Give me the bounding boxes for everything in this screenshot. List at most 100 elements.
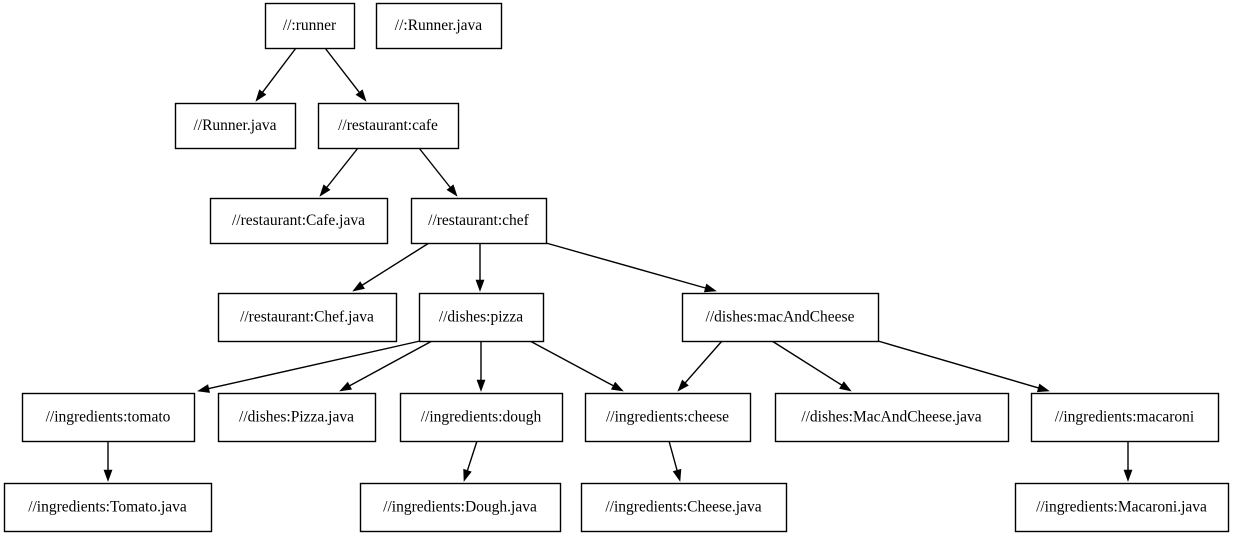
edge-line <box>324 47 360 93</box>
node-label: //restaurant:cafe <box>338 117 438 134</box>
node-label: //restaurant:Chef.java <box>240 309 374 326</box>
node-box[interactable] <box>410 197 548 245</box>
edge-layer <box>103 47 1133 482</box>
node-label: //dishes:MacAndCheese.java <box>801 409 981 426</box>
graph-node-macandcheese[interactable]: //dishes:macAndCheese <box>681 292 880 343</box>
node-box[interactable] <box>399 392 564 443</box>
node-box[interactable] <box>580 482 788 533</box>
graph-node-cafe_java[interactable]: //restaurant:Cafe.java <box>209 197 389 245</box>
graph-node-macaroni_java[interactable]: //ingredients:Macaroni.java <box>1014 482 1230 533</box>
node-label: //:runner <box>283 17 337 34</box>
arrowhead-icon <box>475 279 485 292</box>
graph-node-chef[interactable]: //restaurant:chef <box>410 197 548 245</box>
graph-edge-chef-to-chef_java <box>352 242 430 292</box>
graph-edge-tomato-to-tomato_java <box>103 441 113 482</box>
arrowhead-icon <box>197 384 210 393</box>
edge-line <box>668 440 678 471</box>
graph-edge-macandcheese-to-macandcheese_java <box>771 340 852 392</box>
graph-edge-runner-to-runner_java <box>255 47 297 102</box>
node-label: //ingredients:macaroni <box>1055 409 1195 426</box>
node-label: //ingredients:Cheese.java <box>605 499 761 516</box>
node-box[interactable] <box>174 102 297 150</box>
arrowhead-icon <box>355 89 367 102</box>
node-layer: //:runner //:Runner.java //Runner.java //re… <box>3 2 1230 533</box>
arrowhead-icon <box>610 381 624 392</box>
graph-node-pizza_java[interactable]: //dishes:Pizza.java <box>217 392 377 443</box>
arrowhead-icon <box>476 379 486 392</box>
graph-node-runner[interactable]: //:runner <box>264 2 356 50</box>
node-box[interactable] <box>774 392 1010 443</box>
graph-edge-chef-to-macandcheese <box>545 242 717 293</box>
node-label: //ingredients:Tomato.java <box>28 499 187 516</box>
graph-node-macandcheese_java[interactable]: //dishes:MacAndCheese.java <box>774 392 1010 443</box>
graph-edge-macandcheese-to-cheese <box>677 340 723 392</box>
node-label: //:Runner.java <box>395 17 483 34</box>
edge-line <box>545 242 706 289</box>
arrowhead-icon <box>839 381 852 392</box>
arrowhead-icon <box>352 281 365 292</box>
graph-node-chef_java[interactable]: //restaurant:Chef.java <box>217 292 398 343</box>
edge-line <box>418 147 451 188</box>
arrowhead-icon <box>446 184 458 197</box>
node-label: //ingredients:Macaroni.java <box>1036 499 1207 516</box>
edge-line <box>771 340 843 386</box>
edge-line <box>349 340 433 387</box>
graph-node-tomato_java[interactable]: //ingredients:Tomato.java <box>3 482 213 533</box>
edge-line <box>361 242 430 286</box>
graph-node-tomato[interactable]: //ingredients:tomato <box>21 392 196 443</box>
node-box[interactable] <box>1014 482 1230 533</box>
graph-node-cheese_java[interactable]: //ingredients:Cheese.java <box>580 482 788 533</box>
graph-node-cafe[interactable]: //restaurant:cafe <box>317 102 460 150</box>
graph-node-cheese[interactable]: //ingredients:cheese <box>584 392 752 443</box>
node-box[interactable] <box>681 292 880 343</box>
node-label: //dishes:Pizza.java <box>239 409 354 426</box>
arrowhead-icon <box>1123 469 1133 482</box>
node-label: //ingredients:Dough.java <box>383 499 537 516</box>
node-box[interactable] <box>217 392 377 443</box>
node-label: //dishes:pizza <box>439 309 523 326</box>
graph-edge-pizza-to-tomato <box>197 340 421 393</box>
graph-edge-runner-to-cafe <box>324 47 367 102</box>
graph-node-root_runner_java[interactable]: //:Runner.java <box>375 2 503 50</box>
node-label: //restaurant:chef <box>428 212 530 229</box>
node-label: //restaurant:Cafe.java <box>232 212 365 229</box>
node-label: //ingredients:dough <box>421 409 542 426</box>
graph-edge-macandcheese-to-macaroni <box>877 340 1050 393</box>
node-box[interactable] <box>418 292 545 343</box>
graph-node-dough[interactable]: //ingredients:dough <box>399 392 564 443</box>
node-box[interactable] <box>217 292 398 343</box>
arrowhead-icon <box>255 89 267 102</box>
arrowhead-icon <box>103 469 113 482</box>
edge-line <box>529 340 614 387</box>
node-box[interactable] <box>21 392 196 443</box>
edge-line <box>208 340 421 390</box>
node-label: //ingredients:tomato <box>46 409 171 426</box>
graph-node-runner_java[interactable]: //Runner.java <box>174 102 297 150</box>
graph-edge-macaroni-to-macaroni_java <box>1123 441 1133 482</box>
edge-line <box>466 440 478 471</box>
graph-edge-pizza-to-cheese <box>529 340 624 392</box>
edge-line <box>326 147 359 188</box>
node-box[interactable] <box>317 102 460 150</box>
arrowhead-icon <box>677 379 689 392</box>
arrowhead-icon <box>319 184 331 197</box>
node-box[interactable] <box>584 392 752 443</box>
graph-edge-cafe-to-chef <box>418 147 458 197</box>
node-box[interactable] <box>209 197 389 245</box>
node-box[interactable] <box>1030 392 1220 443</box>
graph-edge-chef-to-pizza <box>475 243 485 292</box>
node-box[interactable] <box>375 2 503 50</box>
graph-edge-cafe-to-cafe_java <box>319 147 359 197</box>
graph-node-dough_java[interactable]: //ingredients:Dough.java <box>359 482 562 533</box>
graph-edge-cheese-to-cheese_java <box>668 440 682 482</box>
graph-node-macaroni[interactable]: //ingredients:macaroni <box>1030 392 1220 443</box>
node-box[interactable] <box>264 2 356 50</box>
graph-node-pizza[interactable]: //dishes:pizza <box>418 292 545 343</box>
graph-edge-dough-to-dough_java <box>463 440 478 482</box>
arrowhead-icon <box>463 468 472 482</box>
node-box[interactable] <box>359 482 562 533</box>
node-box[interactable] <box>3 482 213 533</box>
node-label: //Runner.java <box>193 117 276 134</box>
